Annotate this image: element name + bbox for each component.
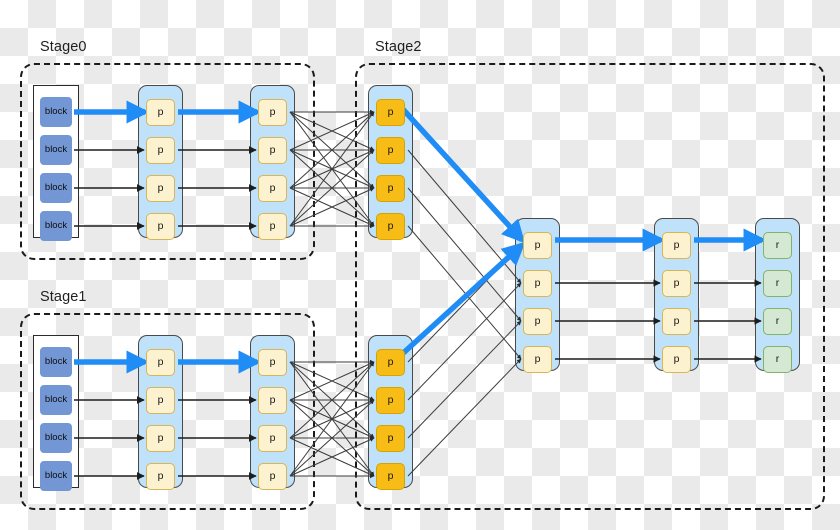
stage0-block-0[interactable]: block [40,97,72,127]
stage1-p-col2-3[interactable]: p [258,463,287,490]
stage2-p-merge-0[interactable]: p [523,232,552,259]
stage2-p-upper-1[interactable]: p [376,137,405,164]
stage0-p-col1-0[interactable]: p [146,99,175,126]
stage2-p-lower-2[interactable]: p [376,425,405,452]
stage2-boundary [355,63,825,510]
stage1-p-col1-3[interactable]: p [146,463,175,490]
stage1-p-col2-0[interactable]: p [258,349,287,376]
stage2-r-col-0[interactable]: r [763,232,792,259]
stage2-p-upper-0[interactable]: p [376,99,405,126]
stage1-p-col2-1[interactable]: p [258,387,287,414]
stage1-p-col1-0[interactable]: p [146,349,175,376]
stage2-r-col-2[interactable]: r [763,308,792,335]
stage1-block-2[interactable]: block [40,423,72,453]
stage1-label: Stage1 [40,289,87,305]
stage2-p-merge-3[interactable]: p [523,346,552,373]
stage0-p-col1-1[interactable]: p [146,137,175,164]
stage1-p-col1-2[interactable]: p [146,425,175,452]
stage1-block-3[interactable]: block [40,461,72,491]
stage0-block-2[interactable]: block [40,173,72,203]
stage2-r-col-1[interactable]: r [763,270,792,297]
stage0-block-1[interactable]: block [40,135,72,165]
stage2-p-upper-3[interactable]: p [376,213,405,240]
stage2-label: Stage2 [375,39,422,55]
stage0-p-col1-2[interactable]: p [146,175,175,202]
stage2-p-final-1[interactable]: p [662,270,691,297]
stage2-p-merge-2[interactable]: p [523,308,552,335]
stage0-p-col2-2[interactable]: p [258,175,287,202]
stage2-p-lower-3[interactable]: p [376,463,405,490]
stage2-p-lower-0[interactable]: p [376,349,405,376]
stage2-p-final-0[interactable]: p [662,232,691,259]
stage2-p-lower-1[interactable]: p [376,387,405,414]
stage2-p-final-3[interactable]: p [662,346,691,373]
stage2-p-upper-2[interactable]: p [376,175,405,202]
stage0-label: Stage0 [40,39,87,55]
stage1-p-col1-1[interactable]: p [146,387,175,414]
stage2-p-merge-1[interactable]: p [523,270,552,297]
stage0-p-col1-3[interactable]: p [146,213,175,240]
stage0-block-3[interactable]: block [40,211,72,241]
stage0-p-col2-0[interactable]: p [258,99,287,126]
stage1-p-col2-2[interactable]: p [258,425,287,452]
stage2-r-col-3[interactable]: r [763,346,792,373]
stage1-block-1[interactable]: block [40,385,72,415]
stage0-p-col2-3[interactable]: p [258,213,287,240]
stage0-p-col2-1[interactable]: p [258,137,287,164]
stage2-p-final-2[interactable]: p [662,308,691,335]
stage1-block-0[interactable]: block [40,347,72,377]
